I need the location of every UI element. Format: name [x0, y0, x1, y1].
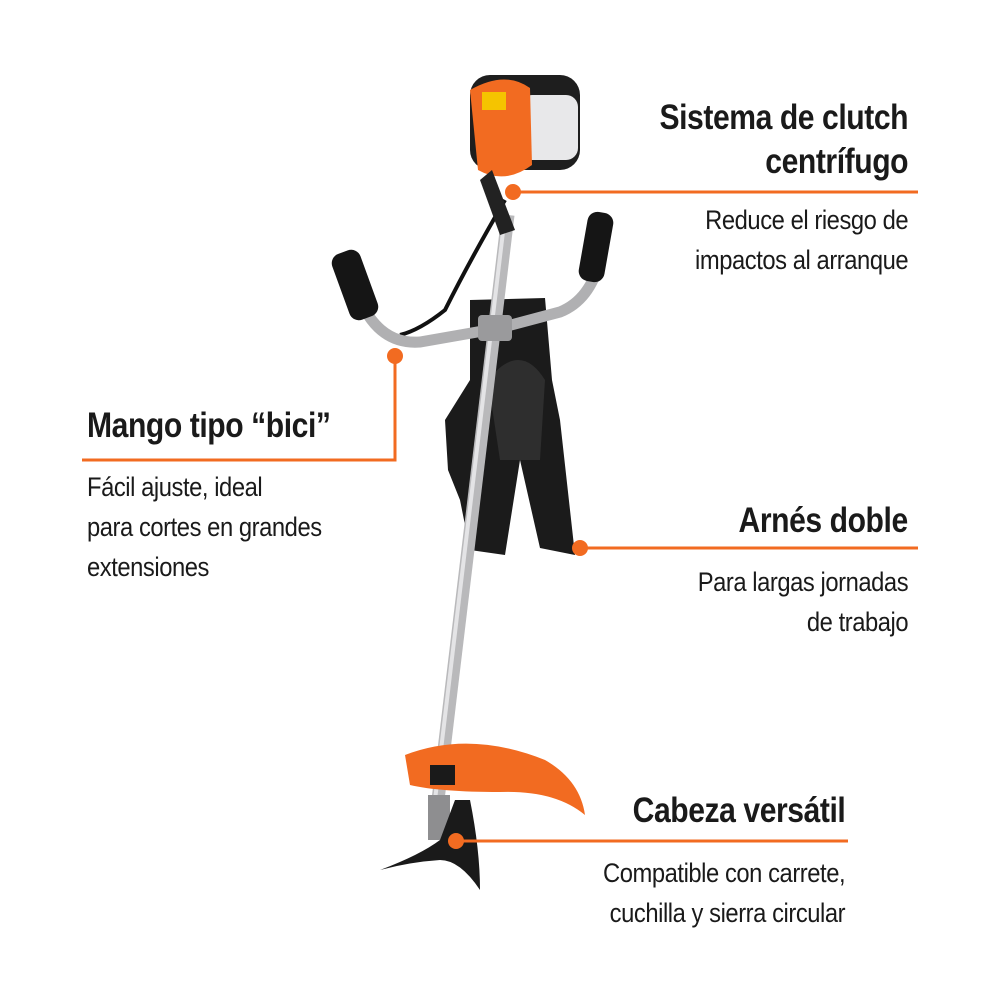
- mango-description: Fácil ajuste, ideal para cortes en grand…: [87, 467, 322, 587]
- mango-desc-line3: extensiones: [87, 552, 209, 582]
- engine: [470, 75, 580, 235]
- arnes-desc-line2: de trabajo: [806, 607, 909, 637]
- cabeza-title: Cabeza versátil: [632, 791, 845, 830]
- cabeza-dot: [448, 833, 464, 849]
- mango-desc-line1: Fácil ajuste, ideal: [87, 472, 263, 502]
- arnes-description: Para largas jornadas de trabajo: [697, 562, 909, 642]
- arnes-title: Arnés doble: [738, 501, 909, 540]
- bike-handle: [354, 254, 606, 348]
- clutch-title-line2: centrífugo: [765, 142, 908, 181]
- clutch-desc-line2: impactos al arranque: [694, 245, 909, 275]
- mango-dot: [387, 348, 403, 364]
- clutch-title: Sistema de clutch centrífugo: [659, 96, 908, 184]
- clutch-title-line1: Sistema de clutch: [659, 98, 908, 137]
- clutch-dot: [505, 184, 521, 200]
- cabeza-desc-line1: Compatible con carrete,: [602, 858, 846, 888]
- callout-lines: [82, 190, 918, 843]
- arnes-dot: [572, 540, 588, 556]
- arnes-desc-line1: Para largas jornadas: [697, 567, 909, 597]
- left-grip: [331, 249, 379, 321]
- mango-title: Mango tipo “bici”: [87, 406, 331, 445]
- cabeza-description: Compatible con carrete, cuchilla y sierr…: [602, 853, 846, 933]
- callout-dots: [387, 184, 588, 849]
- cabeza-desc-line2: cuchilla y sierra circular: [609, 898, 846, 928]
- clutch-description: Reduce el riesgo de impactos al arranque: [694, 200, 909, 280]
- clutch-desc-line1: Reduce el riesgo de: [705, 205, 908, 235]
- shaft: [431, 214, 515, 801]
- right-grip: [578, 211, 614, 283]
- cutting-head: [380, 743, 585, 890]
- mango-desc-line2: para cortes en grandes: [87, 512, 322, 542]
